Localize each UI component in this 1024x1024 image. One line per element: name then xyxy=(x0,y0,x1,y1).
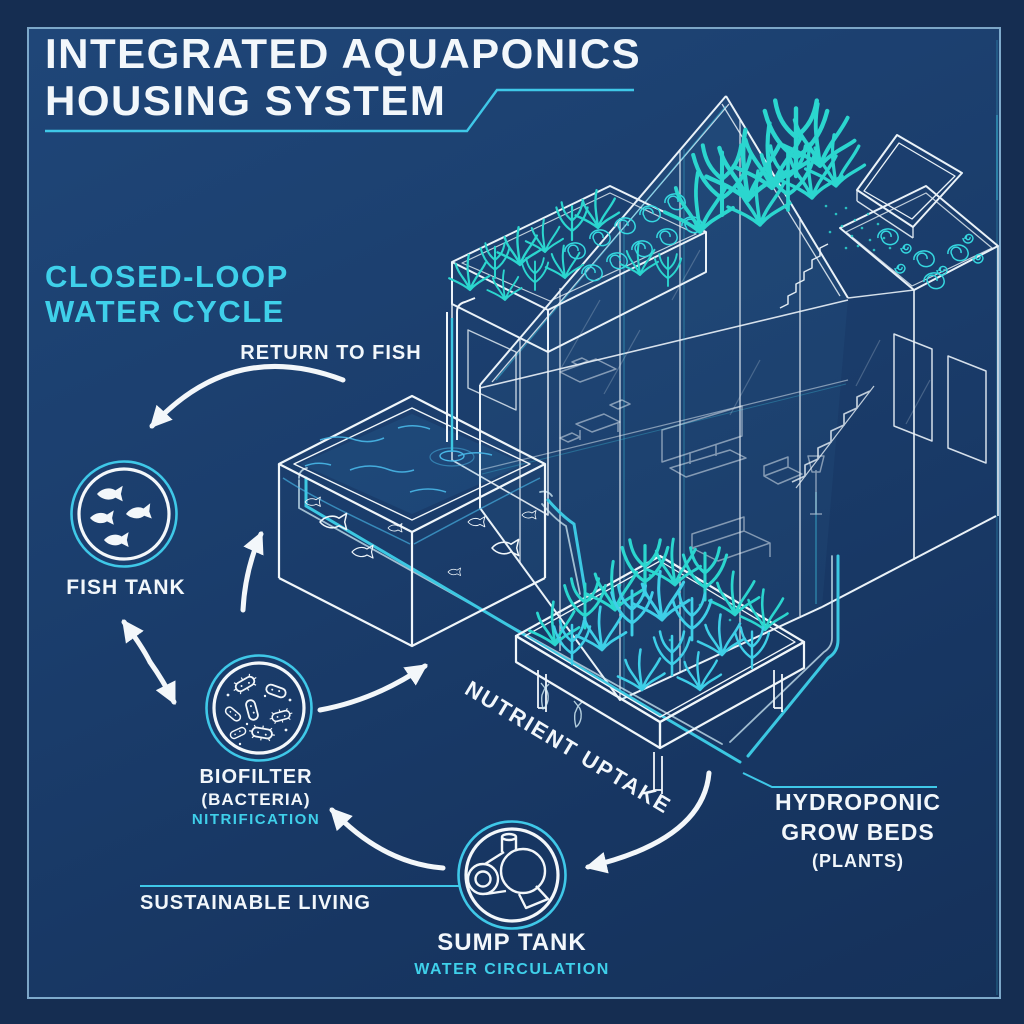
cycle-arrows xyxy=(121,363,712,874)
blueprint-panel xyxy=(27,27,1001,999)
interior-furniture xyxy=(559,357,825,562)
biofilter-label-block: BIOFILTER (BACTERIA) NITRIFICATION xyxy=(192,766,320,829)
arrow-biofilter-to-tank xyxy=(240,530,264,613)
skylight-panel xyxy=(856,134,963,239)
tagline-label: SUSTAINABLE LIVING xyxy=(140,892,371,914)
arrow-return-to-fish xyxy=(149,363,346,429)
fish-tank-node xyxy=(70,460,178,568)
sump-tank-label-block: SUMP TANK WATER CIRCULATION xyxy=(414,929,610,979)
water-pipes xyxy=(298,467,840,764)
arrow-biofilter-to-beds xyxy=(317,663,428,713)
grow-bed-plants xyxy=(527,537,790,692)
title-line-2: HOUSING SYSTEM xyxy=(45,77,447,125)
title-underline xyxy=(45,88,634,133)
sump-tank-node xyxy=(457,820,567,930)
fish-tank-label: FISH TANK xyxy=(66,576,186,599)
right-wing xyxy=(821,185,999,608)
grow-beds-sublabel: (PLANTS) xyxy=(812,850,904,871)
grow-bed-illustration xyxy=(514,537,806,794)
arrow-fishtank-up xyxy=(121,619,153,665)
biofilter-node xyxy=(205,654,313,762)
roof-stairs xyxy=(779,243,829,309)
cycle-heading-line-1: CLOSED-LOOP xyxy=(45,259,289,294)
arrow-sump-to-biofilter xyxy=(329,807,446,871)
cycle-heading-line-2: WATER CYCLE xyxy=(45,293,285,329)
gravel-dots xyxy=(824,204,892,252)
arrow-to-biofilter xyxy=(147,659,177,705)
pump-icon xyxy=(466,832,550,910)
grow-beds-label-block: HYDROPONIC GROW BEDS (PLANTS) xyxy=(775,789,941,871)
roof-garden-plants xyxy=(447,101,984,302)
accent-rules xyxy=(45,88,937,887)
cycle-heading: CLOSED-LOOP WATER CYCLE xyxy=(45,259,289,329)
root-vegetables xyxy=(540,682,583,728)
interior-stairs xyxy=(791,385,875,489)
title-line-1: INTEGRATED AQUAPONICS xyxy=(45,30,642,77)
page-title: INTEGRATED AQUAPONICS HOUSING SYSTEM xyxy=(45,30,641,124)
inlet-pipe xyxy=(429,297,476,467)
sump-tank-process-label: WATER CIRCULATION xyxy=(414,960,610,978)
flow-label-return-to-fish: RETURN TO FISH xyxy=(240,342,422,364)
hydroponic-underline xyxy=(742,772,937,788)
biofilter-sublabel: (BACTERIA) xyxy=(201,790,311,810)
house-illustration xyxy=(447,95,999,701)
grow-beds-label-line-1: HYDROPONIC xyxy=(775,789,941,815)
biofilter-process-label: NITRIFICATION xyxy=(191,811,321,829)
biofilter-label: BIOFILTER xyxy=(199,766,313,788)
arrow-beds-to-sump xyxy=(584,770,712,874)
fish-icon xyxy=(90,485,152,548)
grow-beds-label-line-2: GROW BEDS xyxy=(781,818,935,845)
bacteria-icon xyxy=(223,670,295,746)
sump-tank-label: SUMP TANK xyxy=(437,929,587,956)
fish-tank-illustration xyxy=(277,297,547,648)
